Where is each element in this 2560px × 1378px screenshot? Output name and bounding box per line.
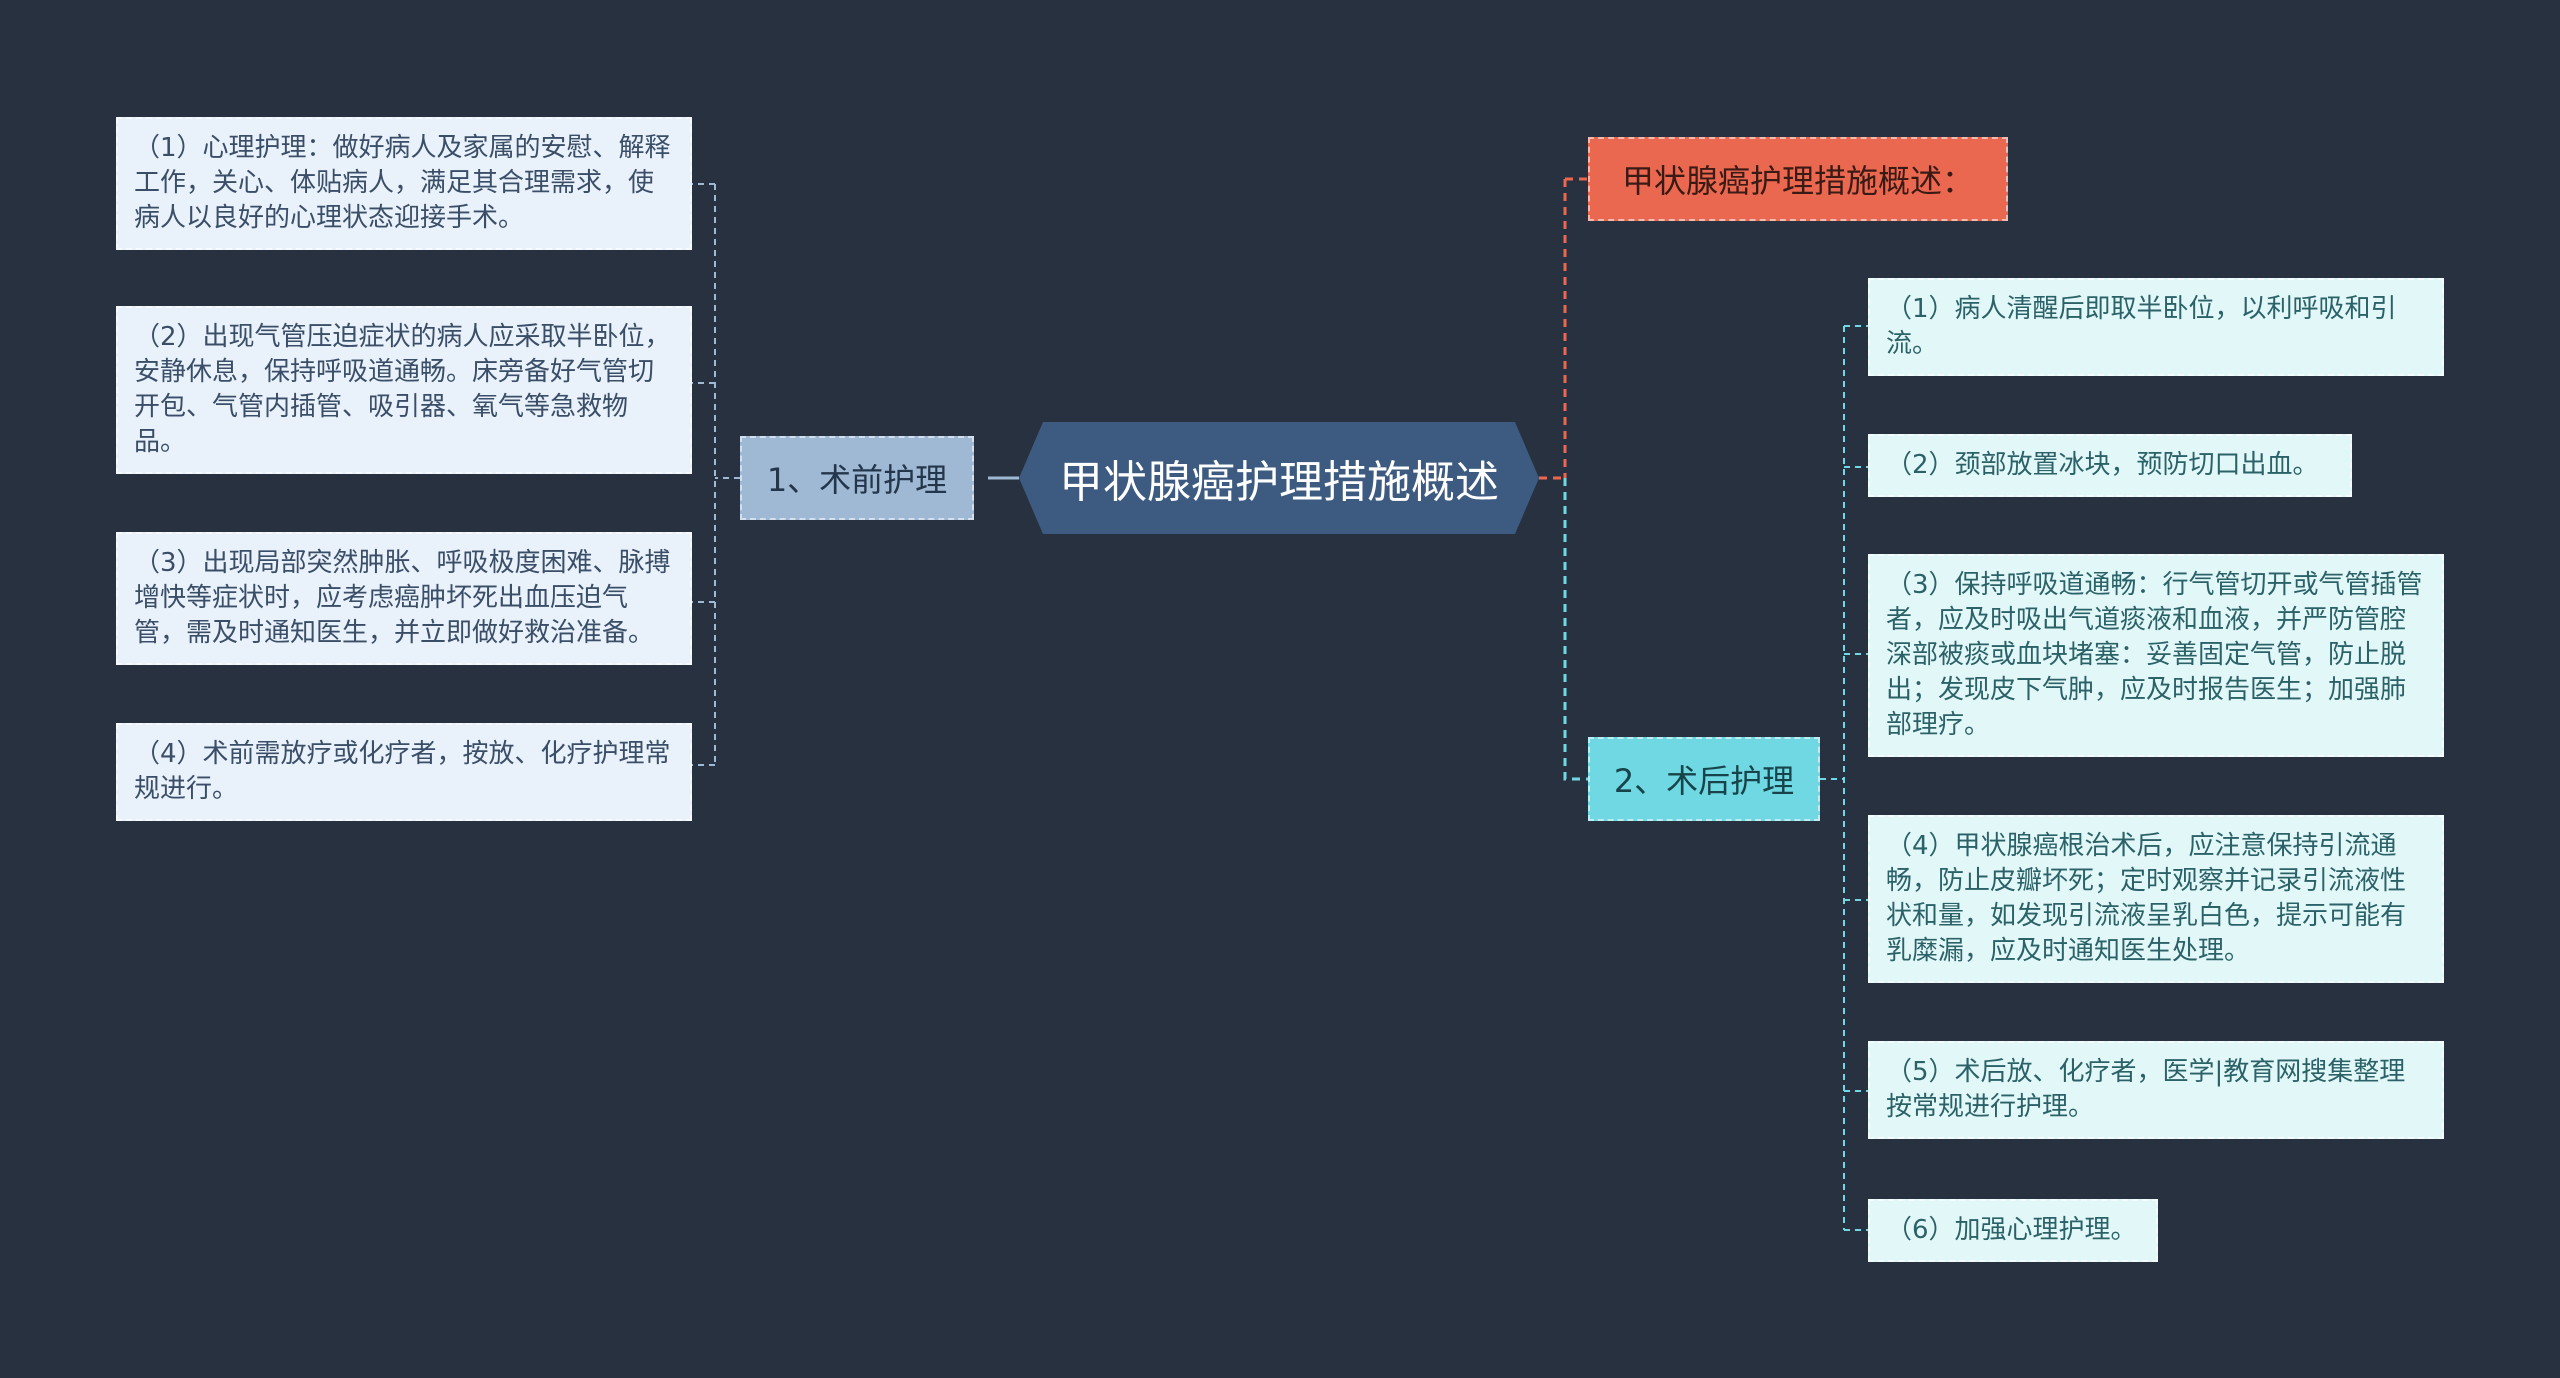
post-op-item-1[interactable]: （1）病人清醒后即取半卧位，以利呼吸和引流。 bbox=[1868, 278, 2444, 376]
pre-op-topic[interactable]: 1、术前护理 bbox=[740, 436, 974, 520]
pre-op-item-2[interactable]: （2）出现气管压迫症状的病人应采取半卧位，安静休息，保持呼吸道通畅。床旁备好气管… bbox=[116, 306, 692, 474]
post-op-item-2[interactable]: （2）颈部放置冰块，预防切口出血。 bbox=[1868, 434, 2352, 497]
post-op-item-5[interactable]: （5）术后放、化疗者，医学|教育网搜集整理按常规进行护理。 bbox=[1868, 1041, 2444, 1139]
pre-op-item-4[interactable]: （4）术前需放疗或化疗者，按放、化疗护理常规进行。 bbox=[116, 723, 692, 821]
post-op-item-3[interactable]: （3）保持呼吸道通畅：行气管切开或气管插管者，应及时吸出气道痰液和血液，并严防管… bbox=[1868, 554, 2444, 757]
pre-op-item-1[interactable]: （1）心理护理：做好病人及家属的安慰、解释工作，关心、体贴病人，满足其合理需求，… bbox=[116, 117, 692, 250]
post-op-topic[interactable]: 2、术后护理 bbox=[1588, 737, 1820, 821]
pre-op-item-3[interactable]: （3）出现局部突然肿胀、呼吸极度困难、脉搏增快等症状时，应考虑癌肿坏死出血压迫气… bbox=[116, 532, 692, 665]
summary-topic[interactable]: 甲状腺癌护理措施概述： bbox=[1588, 137, 2008, 221]
central-topic[interactable]: 甲状腺癌护理措施概述 bbox=[1019, 422, 1539, 534]
post-op-item-4[interactable]: （4）甲状腺癌根治术后，应注意保持引流通畅，防止皮瓣坏死；定时观察并记录引流液性… bbox=[1868, 815, 2444, 983]
post-op-item-6[interactable]: （6）加强心理护理。 bbox=[1868, 1199, 2158, 1262]
